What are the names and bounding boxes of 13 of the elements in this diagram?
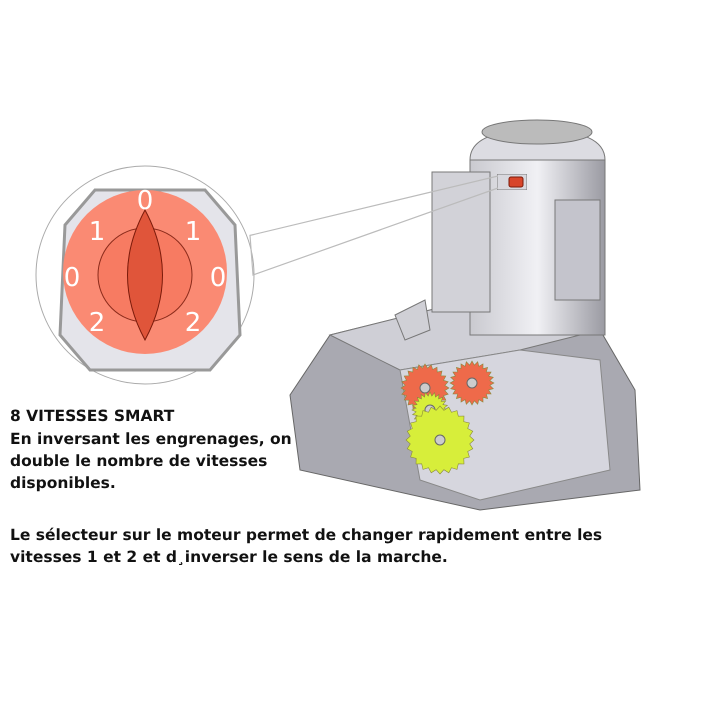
- dial-number: 1: [184, 219, 202, 245]
- dial-number: 0: [208, 265, 228, 291]
- dial-number: 0: [62, 265, 82, 291]
- selector-switch: [497, 174, 527, 190]
- dial-number: 2: [184, 310, 202, 336]
- magnifier-leader-line: [249, 175, 499, 276]
- dial-number: 1: [88, 219, 106, 245]
- magnified-dial: [35, 165, 255, 385]
- dial-number: 2: [88, 310, 106, 336]
- dial-number: 0: [136, 188, 154, 214]
- description-paragraph: En inversant les engrenages, on double le nombre de vitesses disponibles.: [10, 429, 293, 494]
- heading: 8 VITESSES SMART: [10, 406, 174, 427]
- description-paragraph: Le sélecteur sur le moteur permet de changer rapidement entre les vitesses 1 et 2 et d¸inverser le sens de la marche.: [10, 525, 604, 568]
